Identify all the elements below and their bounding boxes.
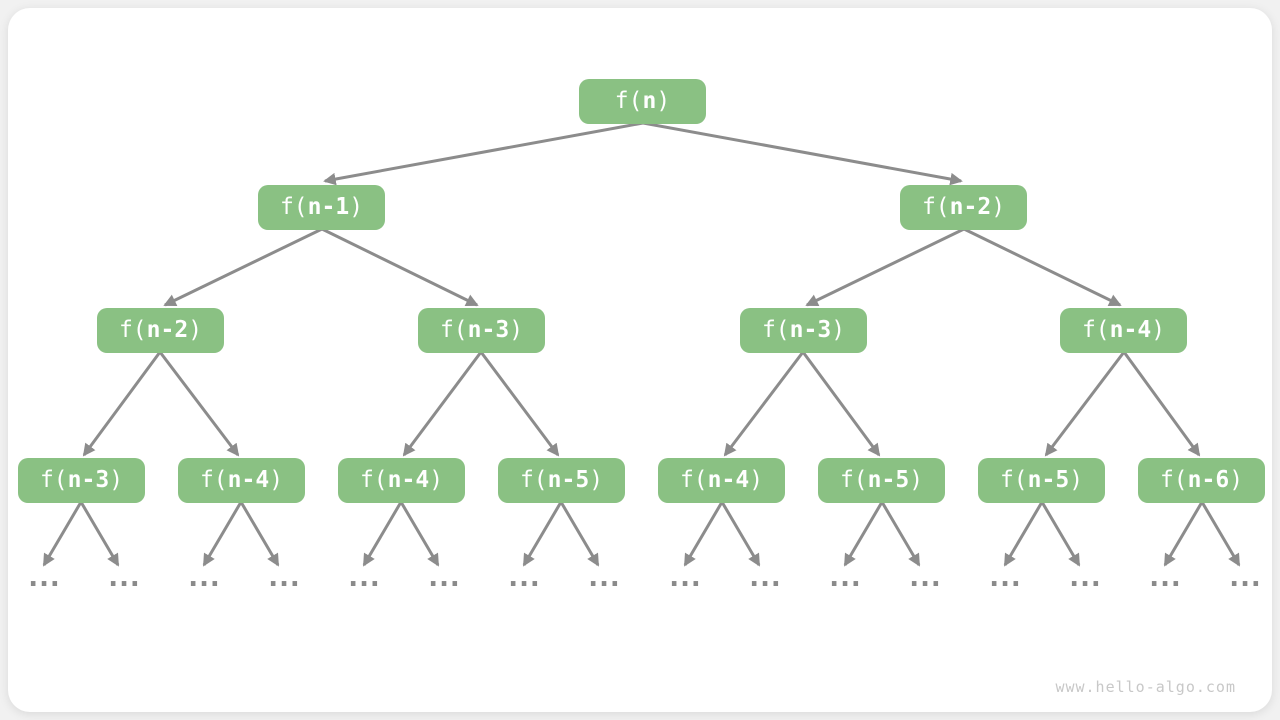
tree-node-f-n-3: f(n-3) — [740, 308, 867, 353]
ellipsis-leaf: ... — [1145, 560, 1185, 593]
arrow — [399, 501, 440, 567]
tree-node-f-n-3: f(n-3) — [18, 458, 145, 503]
node-label: f(n-3) — [761, 317, 846, 343]
tree-node-f-n-5: f(n-5) — [978, 458, 1105, 503]
ellipsis-leaf: ... — [24, 560, 64, 593]
node-label: f(n-3) — [39, 467, 124, 493]
node-label: f(n-4) — [199, 467, 284, 493]
tree-node-root-f-n: f(n) — [579, 79, 706, 124]
arrow — [522, 501, 563, 567]
ellipsis-leaf: ... — [1225, 560, 1265, 593]
node-label: f(n-6) — [1159, 467, 1244, 493]
node-label: f(n-5) — [839, 467, 924, 493]
ellipsis-leaf: ... — [184, 560, 224, 593]
ellipsis-leaf: ... — [905, 560, 945, 593]
tree-node-f-n-4: f(n-4) — [338, 458, 465, 503]
ellipsis-leaf: ... — [1065, 560, 1105, 593]
arrow — [82, 351, 162, 457]
tree-node-f-n-5: f(n-5) — [498, 458, 625, 503]
ellipsis-leaf: ... — [745, 560, 785, 593]
node-label: f(n-4) — [1081, 317, 1166, 343]
ellipsis-leaf: ... — [584, 560, 624, 593]
arrow — [1122, 351, 1201, 457]
tree-node-f-n-4: f(n-4) — [178, 458, 305, 503]
node-label: f(n-3) — [439, 317, 524, 343]
arrow — [801, 351, 881, 457]
arrow — [720, 501, 761, 567]
arrow — [479, 351, 560, 457]
ellipsis-leaf: ... — [344, 560, 384, 593]
arrow — [1200, 501, 1241, 567]
ellipsis-leaf: ... — [424, 560, 464, 593]
node-label: f(n-5) — [999, 467, 1084, 493]
arrow — [1003, 501, 1044, 567]
arrow — [963, 227, 1122, 307]
node-label: f(n-2) — [118, 317, 203, 343]
arrow — [683, 501, 724, 567]
arrow — [559, 501, 600, 567]
arrow — [163, 227, 323, 307]
arrow — [723, 351, 805, 457]
arrow — [880, 501, 921, 567]
tree-node-f-n-4: f(n-4) — [658, 458, 785, 503]
ellipsis-leaf: ... — [104, 560, 144, 593]
node-label: f(n) — [614, 88, 671, 114]
node-label: f(n-4) — [359, 467, 444, 493]
watermark: www.hello-algo.com — [1055, 678, 1236, 696]
arrow — [805, 227, 965, 307]
arrow — [202, 501, 243, 567]
arrow-f-n-to-f-n-1 — [323, 121, 644, 186]
arrow — [158, 351, 240, 457]
tree-node-f-n-4: f(n-4) — [1060, 308, 1187, 353]
ellipsis-leaf: ... — [264, 560, 304, 593]
arrow — [402, 351, 483, 457]
ellipsis-leaf: ... — [665, 560, 705, 593]
arrow — [362, 501, 403, 567]
node-label: f(n-2) — [921, 194, 1006, 220]
arrow — [1163, 501, 1204, 567]
tree-node-f-n-2: f(n-2) — [900, 185, 1027, 230]
figure-panel — [8, 8, 1272, 712]
arrow — [1040, 501, 1081, 567]
tree-node-f-n-2: f(n-2) — [97, 308, 224, 353]
arrow — [79, 501, 120, 567]
arrow — [1044, 351, 1126, 457]
ellipsis-leaf: ... — [825, 560, 865, 593]
node-label: f(n-5) — [519, 467, 604, 493]
tree-node-f-n-3: f(n-3) — [418, 308, 545, 353]
tree-node-f-n-5: f(n-5) — [818, 458, 945, 503]
node-label: f(n-1) — [279, 194, 364, 220]
arrow — [239, 501, 280, 567]
ellipsis-leaf: ... — [504, 560, 544, 593]
node-label: f(n-4) — [679, 467, 764, 493]
arrow — [42, 501, 83, 567]
arrow — [321, 227, 479, 307]
arrow-f-n-to-f-n-2 — [642, 121, 963, 186]
tree-node-f-n-1: f(n-1) — [258, 185, 385, 230]
tree-node-f-n-6: f(n-6) — [1138, 458, 1265, 503]
arrow — [843, 501, 884, 567]
ellipsis-leaf: ... — [985, 560, 1025, 593]
